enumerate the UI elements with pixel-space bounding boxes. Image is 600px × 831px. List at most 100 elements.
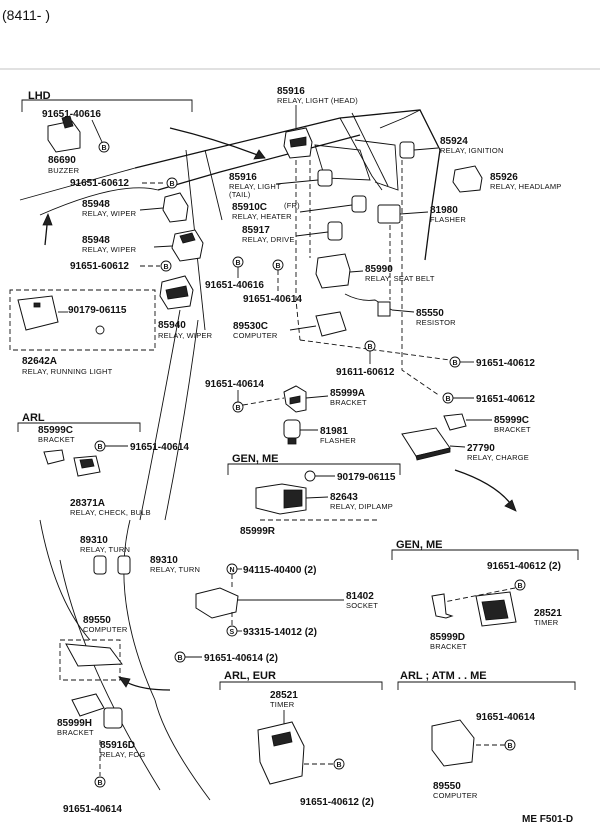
svg-text:B: B xyxy=(98,444,103,451)
svg-text:B: B xyxy=(236,405,241,412)
svg-text:COMPUTER: COMPUTER xyxy=(83,625,128,634)
part-89550-computer-atm[interactable]: 89550 COMPUTER xyxy=(431,719,478,800)
part-85948-relay-wiper-1[interactable]: 85948 RELAY, WIPER xyxy=(82,192,189,223)
svg-text:RELAY, CHECK, BULB: RELAY, CHECK, BULB xyxy=(70,508,151,517)
part-82642a-running-light-relay[interactable]: 90179-06115 82642A RELAY, RUNNING LIGHT xyxy=(9,289,156,376)
part-91651-40614-b[interactable]: 91651-40614 B xyxy=(205,379,285,413)
part-85948-relay-wiper-2[interactable]: 85948 RELAY, WIPER xyxy=(82,229,204,262)
part-91651-40616-b[interactable]: B 91651-40616 xyxy=(205,256,264,291)
svg-text:89310: 89310 xyxy=(150,555,178,566)
part-85916-relay-light-tail[interactable]: 85916 RELAY, LIGHT (TAIL) xyxy=(229,169,333,199)
part-90179-06115-b[interactable]: 90179-06115 xyxy=(304,470,396,483)
svg-text:B: B xyxy=(170,181,175,188)
dashed-leader-lines xyxy=(295,160,441,397)
part-93315-14012[interactable]: S 93315-14012 (2) xyxy=(226,625,317,638)
part-85910c-relay-heater[interactable]: 85910C (FR) RELAY, HEATER xyxy=(232,195,367,221)
part-94115-40400[interactable]: N 94115-40400 (2) xyxy=(226,563,316,576)
svg-text:RELAY, LIGHT (HEAD): RELAY, LIGHT (HEAD) xyxy=(277,96,358,105)
svg-text:91651-40614: 91651-40614 xyxy=(205,379,264,390)
part-number-85999r: 85999R xyxy=(240,526,276,537)
part-91651-40616[interactable]: 91651-40616 B xyxy=(42,109,110,153)
part-81980-flasher[interactable]: 81980 FLASHER xyxy=(377,204,466,224)
svg-text:COMPUTER: COMPUTER xyxy=(433,791,478,800)
svg-text:85999C: 85999C xyxy=(494,415,529,426)
section-label-gen-me-right: GEN, ME xyxy=(396,539,442,551)
part-91651-40614-a[interactable]: B 91651-40614 xyxy=(243,259,302,305)
part-91651-40612-d[interactable]: B 91651-40612 (2) xyxy=(300,758,374,808)
part-91611-60612[interactable]: B 91611-60612 xyxy=(336,340,395,378)
svg-text:81402: 81402 xyxy=(346,591,374,602)
part-89530c-computer[interactable]: 89530C COMPUTER xyxy=(233,311,347,340)
bolt-icon xyxy=(232,401,244,413)
svg-text:B: B xyxy=(337,762,342,769)
part-91651-40612-b[interactable]: B 91651-40612 xyxy=(442,392,535,405)
part-85940-relay-wiper[interactable]: 85940 RELAY, WIPER xyxy=(158,275,213,340)
svg-text:RELAY, DRIVE: RELAY, DRIVE xyxy=(242,235,295,244)
svg-text:B: B xyxy=(178,655,183,662)
svg-text:85999C: 85999C xyxy=(38,425,73,436)
svg-text:FLASHER: FLASHER xyxy=(320,436,356,445)
part-91651-40614-c[interactable]: B 91651-40614 xyxy=(94,440,189,453)
part-27790-relay-charge[interactable]: 27790 RELAY, CHARGE xyxy=(401,427,529,462)
svg-text:91651-40616: 91651-40616 xyxy=(42,109,101,120)
part-81402-socket[interactable]: 81402 SOCKET xyxy=(195,574,378,626)
nut-icon xyxy=(304,470,316,482)
part-91651-40614-e[interactable]: B 91651-40614 xyxy=(63,740,122,815)
part-85916d-relay-fog[interactable]: 85916D RELAY, FOG xyxy=(100,707,146,759)
svg-text:RELAY, WIPER: RELAY, WIPER xyxy=(158,331,213,340)
section-label-arl-atm-me: ARL ; ATM . . ME xyxy=(400,670,487,682)
part-85550-resistor[interactable]: 85550 RESISTOR xyxy=(344,293,456,327)
bolt-icon xyxy=(333,758,345,770)
part-89310-relay-turn-1[interactable]: 89310 RELAY, TURN xyxy=(80,535,131,575)
part-85917-relay-drive[interactable]: 85917 RELAY, DRIVE xyxy=(242,221,343,244)
svg-text:RESISTOR: RESISTOR xyxy=(416,318,456,327)
svg-text:91651-40616: 91651-40616 xyxy=(205,280,264,291)
part-91651-60612[interactable]: 91651-60612 B xyxy=(70,177,178,189)
part-85916-relay-light-head[interactable]: 85916 RELAY, LIGHT (HEAD) xyxy=(277,86,358,159)
svg-text:91611-60612: 91611-60612 xyxy=(336,367,395,378)
bolt-icon xyxy=(514,579,526,591)
svg-text:RELAY, WIPER: RELAY, WIPER xyxy=(82,245,137,254)
part-91651-40614-d[interactable]: B 91651-40614 (2) xyxy=(174,651,278,664)
bolt-icon xyxy=(98,141,110,153)
part-91651-40612[interactable]: B 91651-40612 xyxy=(299,339,535,369)
svg-text:91651-40612 (2): 91651-40612 (2) xyxy=(487,561,561,572)
svg-text:91651-40612: 91651-40612 xyxy=(476,394,535,405)
part-28521-timer-eur[interactable]: 28521 TIMER xyxy=(257,690,305,785)
part-number-90179-06115: 90179-06115 xyxy=(68,305,127,316)
svg-text:BRACKET: BRACKET xyxy=(57,728,94,737)
svg-text:S: S xyxy=(230,629,235,636)
svg-text:85924: 85924 xyxy=(440,136,468,147)
section-label-gen-me: GEN, ME xyxy=(232,453,278,465)
part-85999d-bracket[interactable]: 85999D BRACKET xyxy=(430,593,467,651)
part-89550-computer[interactable]: 89550 COMPUTER xyxy=(59,615,128,681)
svg-text:90179-06115: 90179-06115 xyxy=(337,472,396,483)
svg-text:89310: 89310 xyxy=(80,535,108,546)
part-85926-relay-headlamp[interactable]: 85926 RELAY, HEADLAMP xyxy=(452,165,562,193)
section-brackets xyxy=(17,99,579,690)
svg-text:28371A: 28371A xyxy=(70,498,105,509)
svg-text:BRACKET: BRACKET xyxy=(430,642,467,651)
part-91651-40612-c[interactable]: 91651-40612 (2) B xyxy=(443,561,561,603)
svg-text:82642A: 82642A xyxy=(22,356,57,367)
part-28521-timer[interactable]: 28521 TIMER xyxy=(475,591,562,627)
part-82643-relay-diplamp[interactable]: 82643 RELAY, DIPLAMP 85999R xyxy=(240,483,393,537)
svg-text:B: B xyxy=(518,583,523,590)
part-85924-relay-ignition[interactable]: 85924 RELAY, IGNITION xyxy=(399,136,504,159)
part-28371a-relay-check-bulb[interactable]: 28371A RELAY, CHECK, BULB xyxy=(70,455,151,517)
svg-text:TIMER: TIMER xyxy=(270,700,295,709)
part-81981-flasher[interactable]: 81981 FLASHER xyxy=(283,419,356,445)
part-89310-relay-turn-2[interactable]: 89310 RELAY, TURN xyxy=(150,555,200,574)
part-85990-relay-seat-belt[interactable]: 85990 RELAY, SEAT BELT xyxy=(315,253,435,289)
svg-text:89550: 89550 xyxy=(433,781,461,792)
part-85999c-bracket[interactable]: 85999C BRACKET xyxy=(443,413,531,434)
part-85999a-bracket[interactable]: 85999A BRACKET xyxy=(283,385,367,413)
section-label-arl-eur: ARL, EUR xyxy=(224,670,276,682)
part-86690-buzzer[interactable]: 86690 BUZZER xyxy=(47,115,81,175)
part-85999h-bracket[interactable]: 85999H BRACKET xyxy=(57,693,105,737)
part-91651-60812[interactable]: 91651-60612 B xyxy=(70,260,172,272)
svg-text:85940: 85940 xyxy=(158,320,186,331)
svg-text:RELAY, SEAT BELT: RELAY, SEAT BELT xyxy=(365,274,435,283)
part-91651-40614-f[interactable]: 91651-40614 B xyxy=(476,712,535,751)
part-85999c-bracket-arl[interactable]: 85999C BRACKET xyxy=(38,425,75,465)
